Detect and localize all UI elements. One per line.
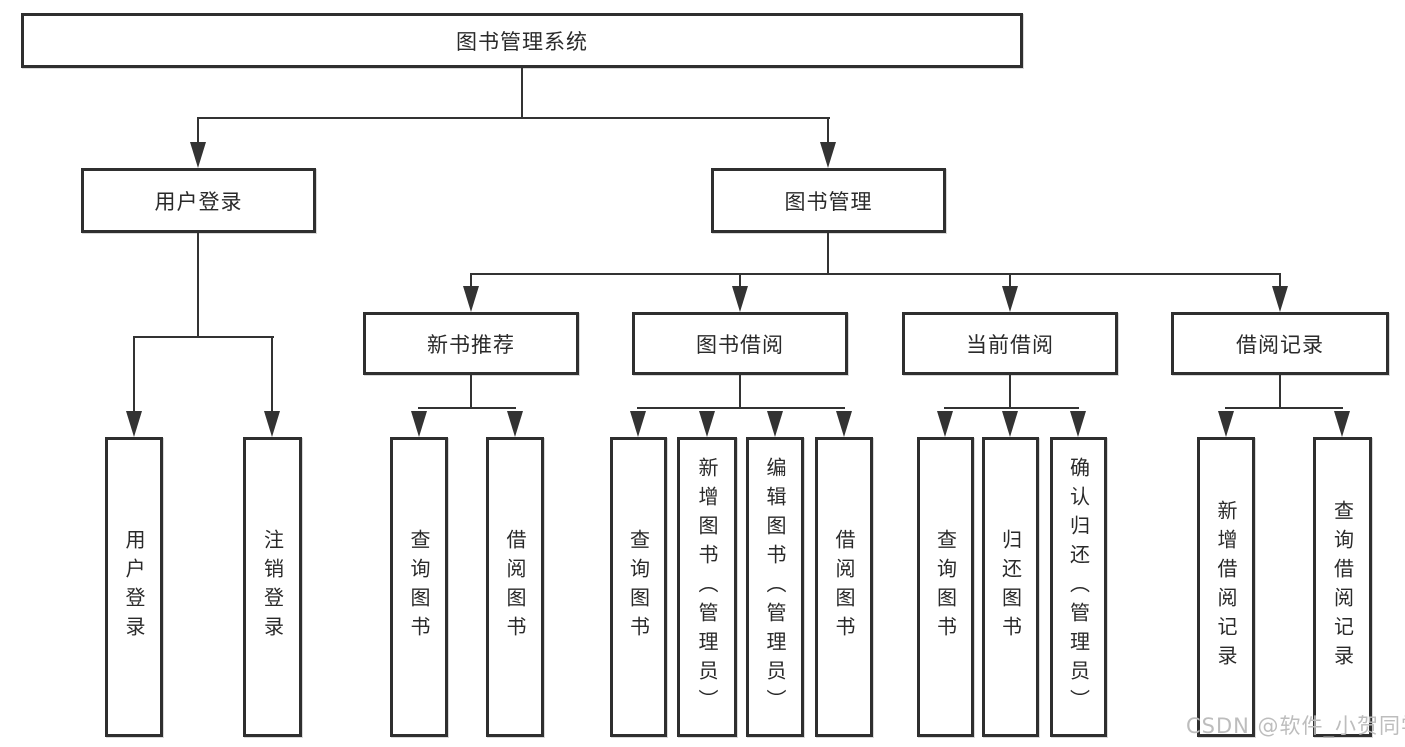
arrow-down-icon (411, 411, 427, 437)
leaf-recommend-borrow-book-label: 借阅图书 (503, 529, 527, 645)
arrow-down-icon (190, 142, 206, 168)
node-root-label: 图书管理系统 (456, 29, 588, 54)
node-current-borrow-label: 当前借阅 (966, 332, 1054, 357)
arrow-down-icon (507, 411, 523, 437)
arrow-down-icon (836, 411, 852, 437)
leaf-current-query-book: 查询图书 (917, 437, 974, 737)
leaf-current-confirm-return-admin: 确认归还（管理员） (1050, 437, 1107, 737)
arrow-down-icon (1334, 411, 1350, 437)
leaf-recommend-query-book: 查询图书 (390, 437, 448, 737)
arrow-down-icon (463, 286, 479, 312)
node-current-borrow: 当前借阅 (902, 312, 1118, 375)
connector-line (1225, 407, 1343, 409)
connector-line (739, 375, 741, 409)
leaf-user-login: 用户登录 (105, 437, 163, 737)
arrow-down-icon (1218, 411, 1234, 437)
arrow-down-icon (264, 411, 280, 437)
arrow-down-icon (126, 411, 142, 437)
connector-line (637, 407, 845, 409)
connector-line (1009, 375, 1011, 409)
leaf-borrow-add-book-admin: 新增图书（管理员） (677, 437, 737, 737)
arrow-down-icon (1070, 411, 1086, 437)
connector-line (1279, 375, 1281, 409)
node-book-borrow-label: 图书借阅 (696, 332, 784, 357)
leaf-current-return-book: 归还图书 (982, 437, 1039, 737)
connector-line (827, 117, 829, 147)
arrow-down-icon (1272, 286, 1288, 312)
node-book-management: 图书管理 (711, 168, 946, 233)
connector-line (470, 375, 472, 409)
connector-line (470, 273, 472, 291)
leaf-current-return-book-label: 归还图书 (998, 529, 1023, 645)
connector-line (827, 233, 829, 275)
connector-line (197, 117, 199, 147)
node-root: 图书管理系统 (21, 13, 1023, 68)
node-book-management-label: 图书管理 (784, 189, 873, 214)
leaf-record-add-record: 新增借阅记录 (1197, 437, 1255, 737)
arrow-down-icon (1002, 286, 1018, 312)
connector-line (197, 117, 830, 119)
leaf-record-query-record-label: 查询借阅记录 (1330, 500, 1355, 674)
connector-line (271, 336, 273, 416)
leaf-borrow-edit-book-admin-label: 编辑图书（管理员） (763, 456, 787, 718)
connector-line (470, 273, 1281, 275)
connector-line (739, 273, 741, 291)
arrow-down-icon (732, 286, 748, 312)
leaf-borrow-add-book-admin-label: 新增图书（管理员） (695, 456, 719, 718)
node-new-book-recommend-label: 新书推荐 (427, 332, 515, 357)
leaf-borrow-query-book-label: 查询图书 (626, 529, 651, 645)
connector-line (1279, 273, 1281, 291)
arrow-down-icon (630, 411, 646, 437)
arrow-down-icon (1002, 411, 1018, 437)
node-borrow-record-label: 借阅记录 (1236, 332, 1324, 357)
connector-line (197, 233, 199, 338)
leaf-record-query-record: 查询借阅记录 (1313, 437, 1372, 737)
leaf-record-add-record-label: 新增借阅记录 (1214, 500, 1238, 674)
leaf-current-confirm-return-admin-label: 确认归还（管理员） (1066, 456, 1091, 718)
connector-line (944, 407, 1079, 409)
leaf-user-login-label: 用户登录 (122, 529, 146, 645)
connector-line (521, 68, 523, 119)
connector-line (1009, 273, 1011, 291)
arrow-down-icon (937, 411, 953, 437)
node-borrow-record: 借阅记录 (1171, 312, 1389, 375)
node-new-book-recommend: 新书推荐 (363, 312, 579, 375)
leaf-borrow-borrow-book-label: 借阅图书 (832, 529, 856, 645)
arrow-down-icon (699, 411, 715, 437)
leaf-logout-label: 注销登录 (260, 529, 285, 645)
arrow-down-icon (820, 142, 836, 168)
leaf-recommend-query-book-label: 查询图书 (407, 529, 431, 645)
connector-line (133, 336, 135, 416)
connector-line (133, 336, 274, 338)
node-book-borrow: 图书借阅 (632, 312, 848, 375)
node-user-login: 用户登录 (81, 168, 316, 233)
arrow-down-icon (767, 411, 783, 437)
watermark: CSDN @软件_小贺同学 (1186, 714, 1405, 738)
leaf-borrow-edit-book-admin: 编辑图书（管理员） (746, 437, 804, 737)
leaf-logout: 注销登录 (243, 437, 302, 737)
leaf-borrow-borrow-book: 借阅图书 (815, 437, 873, 737)
leaf-borrow-query-book: 查询图书 (610, 437, 667, 737)
leaf-recommend-borrow-book: 借阅图书 (486, 437, 544, 737)
connector-line (418, 407, 516, 409)
node-user-login-label: 用户登录 (154, 189, 243, 214)
leaf-current-query-book-label: 查询图书 (933, 529, 958, 645)
